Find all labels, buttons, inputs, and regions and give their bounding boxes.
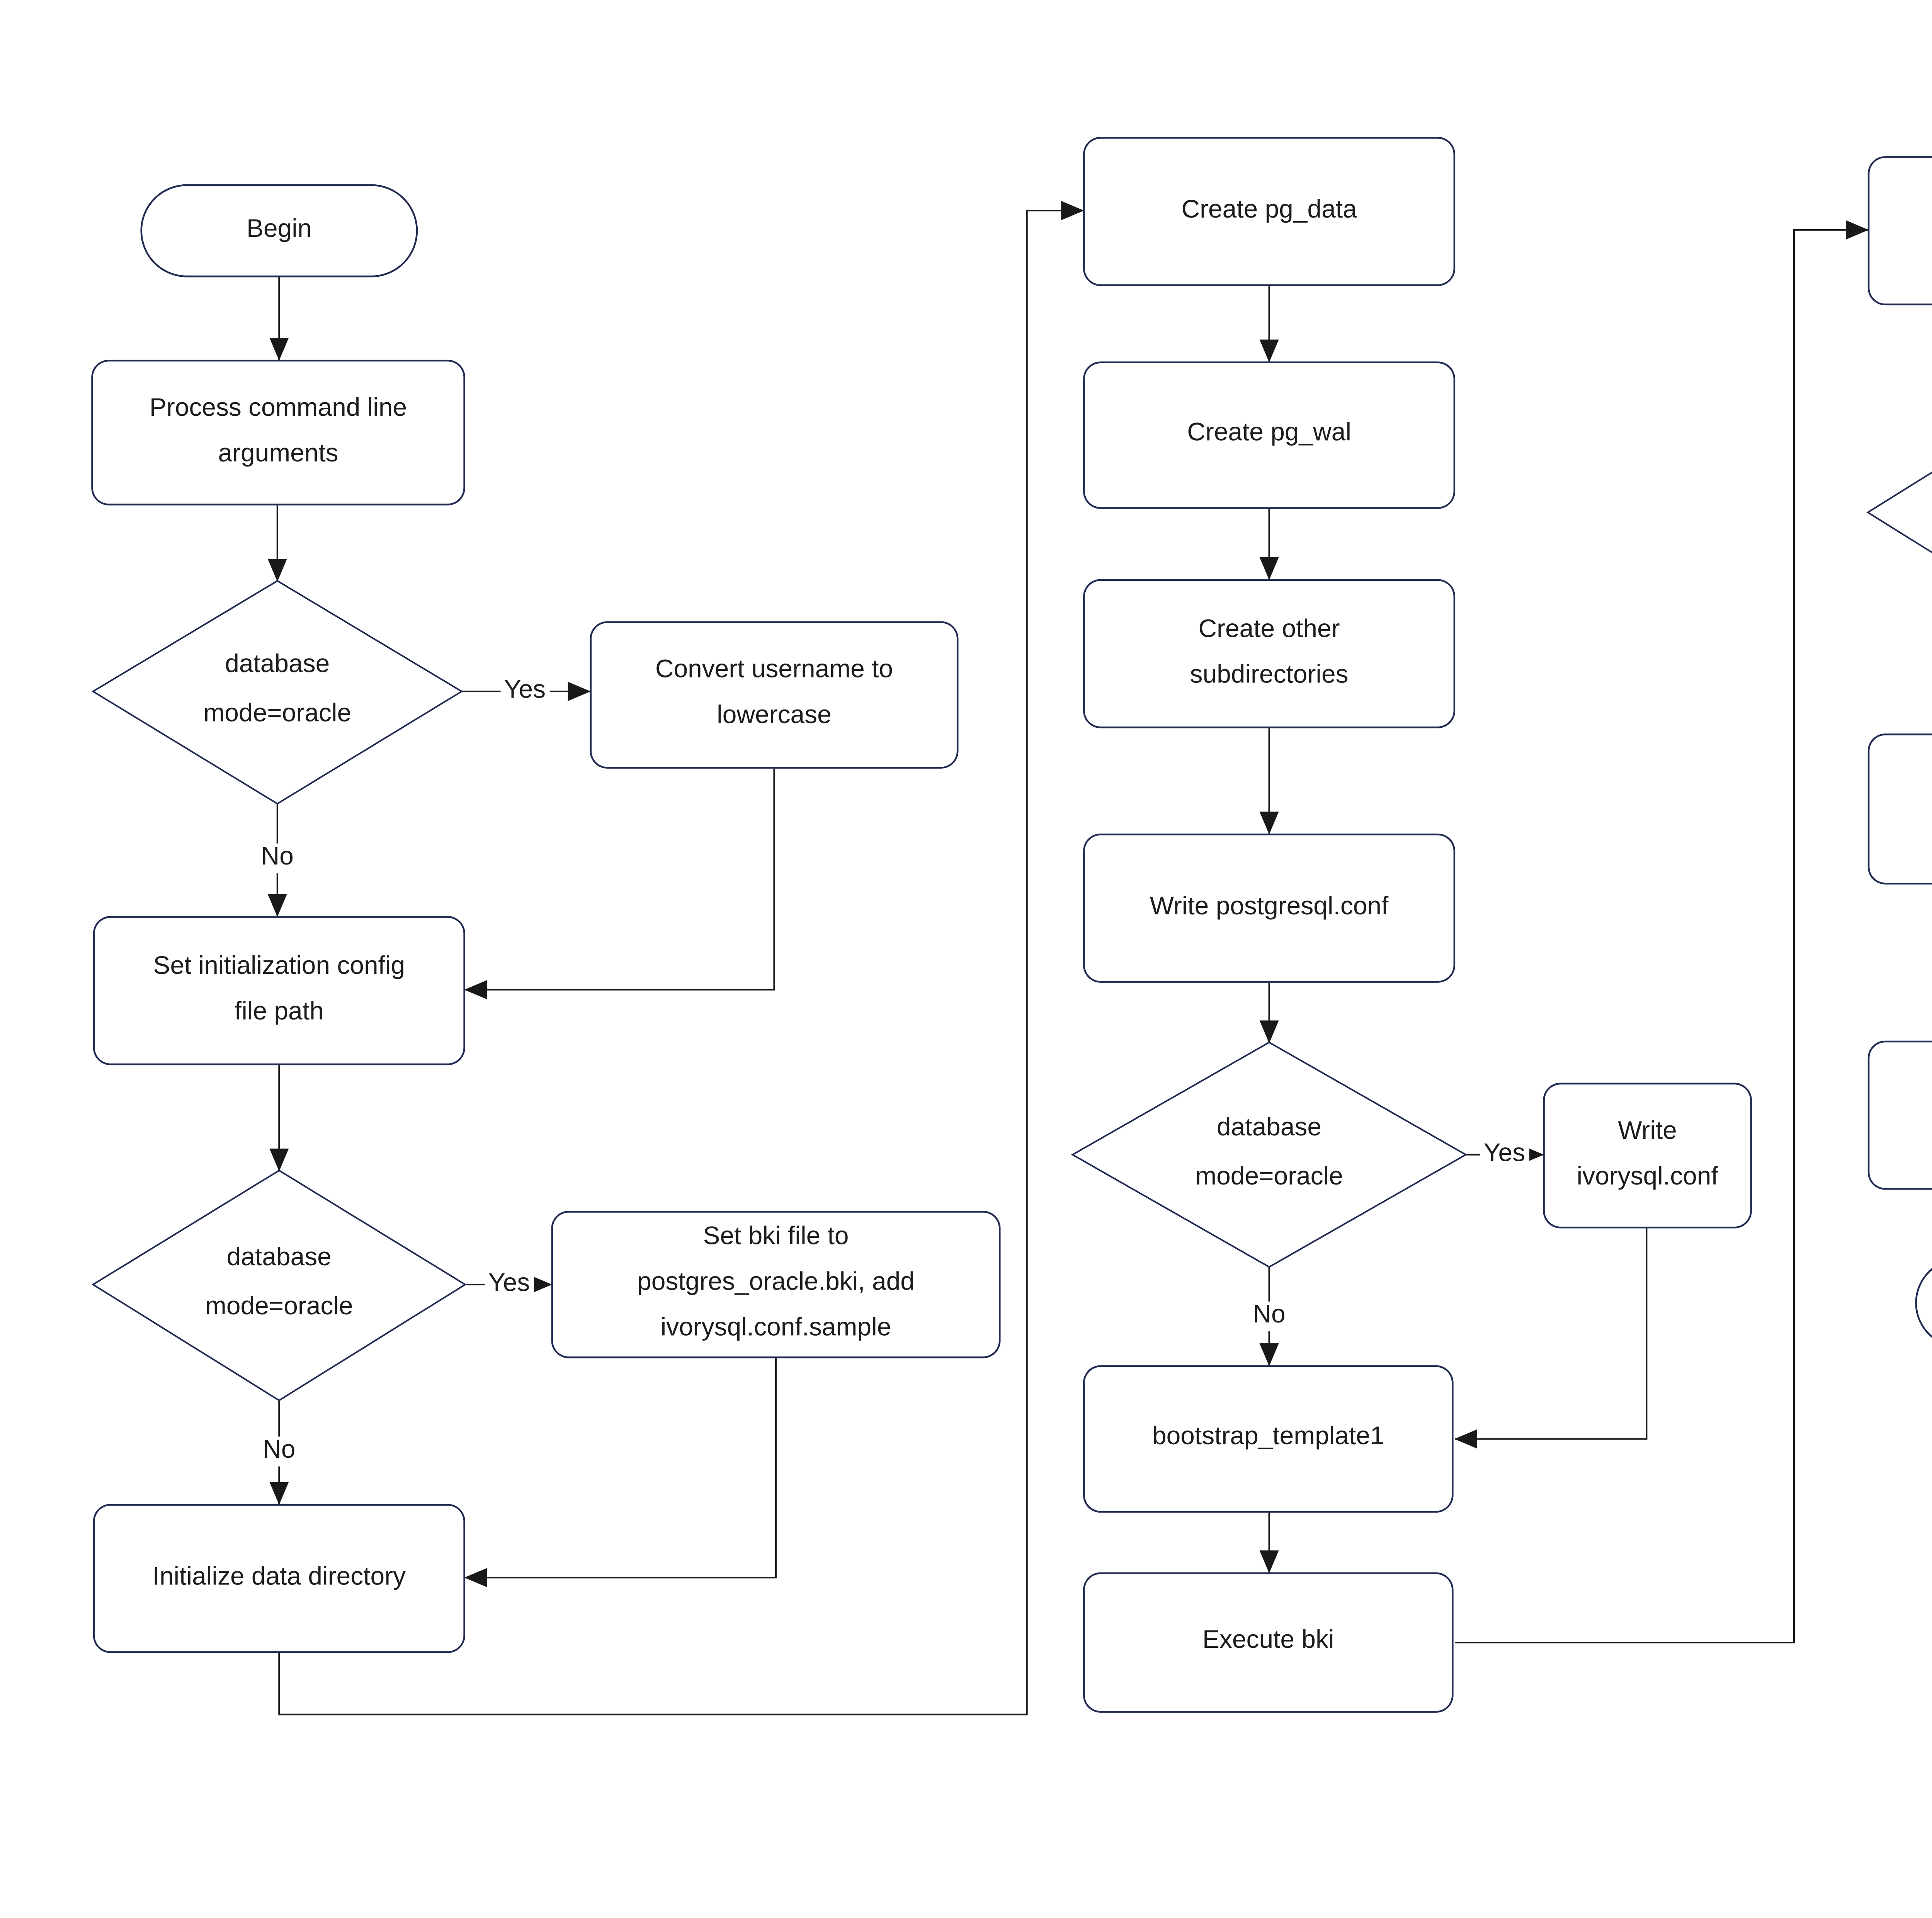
node-decision-database-mode-2: database mode=oracle (130, 1197, 428, 1372)
node-initialize-database-objects: Initialize database objects (1867, 156, 1932, 306)
edge-label-decision3-yes: Yes (1480, 1140, 1529, 1169)
node-initialize-data-directory: Initialize data directory (93, 1504, 465, 1653)
edge-set-bki-to-init-data-dir (464, 1358, 777, 1588)
set-init-config-label: Set initialization config file path (153, 952, 405, 1026)
decision2-label: database mode=oracle (205, 1245, 353, 1322)
node-decision-database-mode-1: database mode=oracle (128, 604, 427, 779)
node-set-initialization-config-file-path: Set initialization config file path (93, 916, 465, 1065)
edge-write-ivorysql-to-bootstrap (1454, 1228, 1648, 1449)
decision-diamond-1 (91, 580, 463, 805)
create-pg-wal-label: Create pg_wal (1187, 419, 1351, 448)
convert-username-label: Convert username to lowercase (655, 657, 893, 730)
node-load-template0-databases: Load template0, postgres, ivorysql datab… (1867, 734, 1932, 885)
decision-diamond-3 (1071, 1041, 1468, 1268)
write-postgresql-conf-label: Write postgresql.conf (1150, 892, 1389, 921)
edge-label-decision1-yes: Yes (500, 677, 549, 706)
edge-label-decision3-no: No (1249, 1301, 1289, 1331)
set-bki-label: Set bki file to postgres_oracle.bki, add… (637, 1224, 915, 1343)
node-process-command-line-arguments: Process command line arguments (91, 359, 465, 505)
node-bootstrap-template1: bootstrap_template1 (1083, 1365, 1454, 1513)
edge-init-data-dir-to-create-pg-data (278, 201, 1084, 1715)
edge-label-decision1-no: No (257, 843, 298, 873)
decision-diamond-4 (1866, 471, 1932, 553)
decision3-label: database mode=oracle (1195, 1115, 1343, 1192)
node-write-ivorysql-conf: Write ivorysql.conf (1543, 1082, 1752, 1229)
node-convert-username-to-lowercase: Convert username to lowercase (590, 621, 959, 769)
decision-diamond-2 (91, 1169, 467, 1401)
edge-label-decision2-yes: Yes (485, 1270, 534, 1299)
node-process-args-label: Process command line arguments (149, 394, 407, 468)
init-data-dir-label: Initialize data directory (152, 1563, 406, 1591)
node-create-pg-data: Create pg_data (1083, 137, 1456, 286)
create-pg-data-label: Create pg_data (1181, 196, 1357, 224)
write-ivorysql-conf-label: Write ivorysql.conf (1577, 1117, 1718, 1191)
bootstrap-template1-label: bootstrap_template1 (1152, 1423, 1384, 1452)
edge-execute-bki-to-init-db-objects (1455, 220, 1869, 1644)
node-decision-database-mode-3: database mode=oracle (1120, 1067, 1418, 1242)
execute-bki-label: Execute bki (1202, 1627, 1334, 1655)
node-decision-database-mode-4: database mode=oracle (1905, 425, 1932, 600)
node-execute-bki: Execute bki (1083, 1572, 1454, 1713)
node-set-bki-file: Set bki file to postgres_oracle.bki, add… (551, 1211, 1001, 1358)
edge-convert-username-to-set-init-config (464, 768, 775, 999)
decision1-label: database mode=oracle (203, 652, 352, 728)
edge-label-decision2-no: No (259, 1436, 299, 1466)
node-begin: Begin (140, 184, 418, 277)
node-write-postgresql-conf: Write postgresql.conf (1083, 833, 1456, 983)
node-create-pg-wal: Create pg_wal (1083, 361, 1456, 509)
node-create-other-subdirectories: Create other subdirectories (1083, 579, 1456, 728)
create-other-subdirs-label: Create other subdirectories (1190, 615, 1349, 689)
node-begin-label: Begin (247, 215, 312, 243)
node-print-completion-message: Print completion message (1867, 1040, 1932, 1190)
